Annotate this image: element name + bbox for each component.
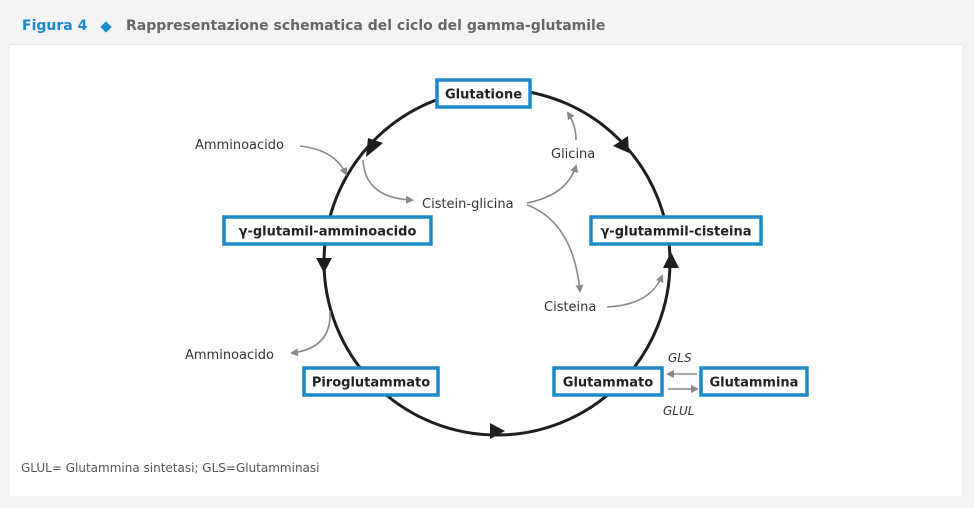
arrow-to-cistein-glicina	[362, 159, 414, 204]
arrow-amminoacido-out	[290, 310, 331, 357]
cycle-arrowhead-bottom	[490, 423, 505, 439]
cycle-arrowhead-left	[316, 258, 332, 273]
label-cistein-glicina: Cistein-glicina	[422, 197, 514, 212]
node-glutammato-label: Glutammato	[563, 376, 653, 391]
node-glutammina-label: Glutammina	[710, 376, 799, 391]
label-glicina: Glicina	[551, 147, 595, 162]
node-piroglutammato: Piroglutammato	[302, 366, 440, 397]
cycle-arrowhead-top-right	[613, 136, 629, 153]
arrow-glicina-up	[566, 111, 577, 141]
node-piroglutammato-label: Piroglutammato	[312, 376, 430, 391]
node-glutatione: Glutatione	[435, 78, 532, 109]
node-gamma-glutammil-cisteina: γ-glutammil-cisteina	[589, 215, 763, 246]
node-glutatione-label: Glutatione	[445, 88, 522, 103]
label-amminoacido-in: Amminoacido	[195, 138, 284, 153]
label-gls: GLS	[668, 351, 692, 365]
node-gamma-glutammil-cisteina-label: γ-glutammil-cisteina	[600, 225, 751, 240]
figure-title: Rappresentazione schematica del ciclo de…	[126, 18, 606, 34]
node-gamma-glutamil-amminoacido-label: γ-glutamil-amminoacido	[239, 225, 417, 240]
arrow-cisteina-to-cycle	[606, 274, 664, 308]
label-amminoacido-out: Amminoacido	[185, 348, 274, 363]
cycle-arrowhead-right	[663, 252, 679, 268]
figure-number: Figura 4	[22, 18, 88, 34]
arrow-to-glicina	[526, 164, 579, 204]
arrow-to-cisteina	[526, 204, 584, 293]
node-glutammina: Glutammina	[699, 366, 809, 397]
node-glutammato: Glutammato	[552, 366, 664, 397]
arrow-amminoacido-in	[299, 145, 348, 176]
label-cisteina: Cisteina	[544, 300, 596, 315]
cycle-arrowhead-top-left	[366, 138, 383, 157]
figure-header: Figura 4 Rappresentazione schematica del…	[10, 10, 962, 45]
node-gamma-glutamil-amminoacido: γ-glutamil-amminoacido	[222, 215, 433, 246]
label-glul: GLUL	[663, 404, 694, 418]
footnote: GLUL= Glutammina sintetasi; GLS=Glutammi…	[21, 461, 320, 475]
